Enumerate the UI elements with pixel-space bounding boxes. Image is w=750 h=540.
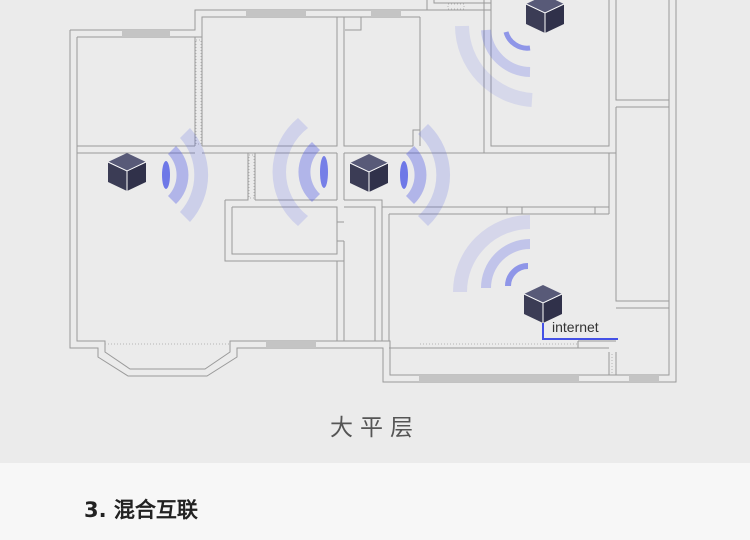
signal-wave bbox=[162, 161, 170, 189]
router-cube-icon bbox=[523, 285, 563, 323]
plan-title: 大平层 bbox=[330, 415, 420, 441]
signal-wave bbox=[272, 118, 308, 226]
signal-wave bbox=[503, 31, 531, 51]
signal-wave bbox=[406, 146, 427, 204]
signal-wave bbox=[505, 263, 529, 287]
routers bbox=[107, 0, 565, 323]
router-cube-icon bbox=[349, 154, 389, 192]
signal-wave bbox=[168, 146, 189, 204]
signal-wave bbox=[298, 142, 320, 202]
floor-plan-svg bbox=[69, 0, 677, 383]
internet-label: internet bbox=[552, 319, 599, 335]
router-cube-icon bbox=[107, 153, 147, 191]
signal-wave bbox=[481, 29, 531, 77]
signal-wave bbox=[400, 161, 408, 189]
router-cube-icon bbox=[525, 0, 565, 33]
signal-wave bbox=[418, 124, 451, 226]
floor-plan-diagram: internet 大平层 bbox=[0, 0, 750, 463]
signal-wave bbox=[320, 156, 328, 188]
walls bbox=[69, 0, 677, 383]
signal-wave bbox=[180, 128, 209, 222]
signal-wave bbox=[481, 239, 531, 289]
windows bbox=[105, 3, 659, 382]
section-header: 3. 混合互联 bbox=[0, 463, 750, 540]
section-heading: 3. 混合互联 bbox=[84, 498, 198, 522]
internet-cable bbox=[542, 323, 618, 340]
signal-wave bbox=[453, 215, 531, 293]
wifi-signals bbox=[162, 25, 533, 293]
signal-wave bbox=[455, 25, 533, 107]
